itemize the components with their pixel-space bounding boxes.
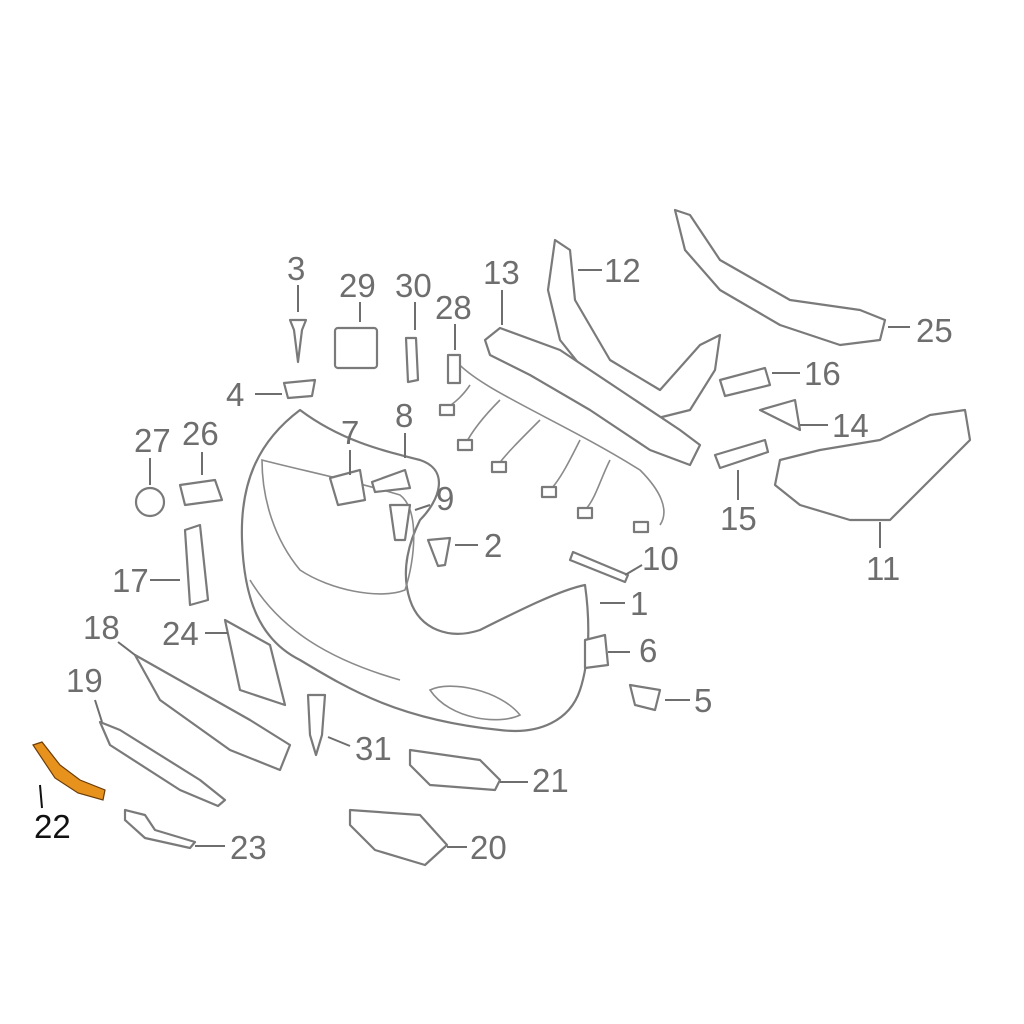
label-5: 5 [694,682,712,719]
label-21: 21 [532,762,569,799]
label-7: 7 [341,414,359,451]
label-4: 4 [226,376,244,413]
part-13 [483,326,702,467]
label-27: 27 [134,422,171,459]
label-18: 18 [83,609,120,646]
label-24: 24 [162,615,199,652]
part-22-highlighted [32,741,106,801]
label-6: 6 [639,632,657,669]
label-31: 31 [355,730,392,767]
part-bumper-cover [240,408,590,732]
label-3: 3 [287,250,305,287]
label-12: 12 [604,252,641,289]
label-29: 29 [339,267,376,304]
label-15: 15 [720,500,757,537]
label-30: 30 [395,267,432,304]
part-25 [673,208,887,347]
label-22: 22 [34,808,71,845]
label-20: 20 [470,829,507,866]
part-11 [773,408,972,522]
label-26: 26 [182,415,219,452]
label-9: 9 [436,480,454,517]
label-17: 17 [112,562,149,599]
label-13: 13 [483,254,520,291]
part-wiring-harness [438,353,665,534]
small-parts [98,318,802,867]
label-23: 23 [230,829,267,866]
label-28: 28 [435,289,472,326]
label-25: 25 [916,312,953,349]
label-10: 10 [642,540,679,577]
part-number-labels: 1 2 3 4 5 6 7 8 9 10 11 12 13 14 15 16 1… [34,250,953,866]
leader-arrows [39,269,910,848]
label-11: 11 [866,550,900,587]
label-8: 8 [395,397,413,434]
label-2: 2 [484,527,502,564]
label-16: 16 [804,355,841,392]
label-1: 1 [630,585,648,622]
label-19: 19 [66,662,103,699]
label-14: 14 [832,407,869,444]
